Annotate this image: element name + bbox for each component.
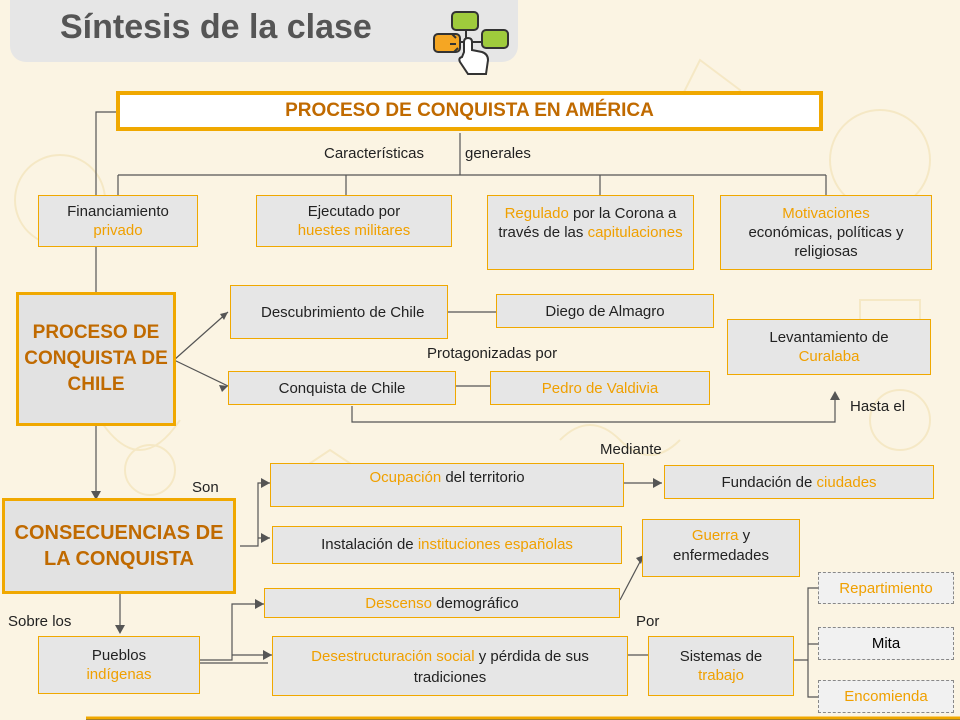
label-generales: generales [465,145,531,162]
text-indigenas: indígenas [86,666,152,683]
label-hasta: Hasta el [850,398,906,415]
box-financiamiento: Financiamiento privado [38,195,198,247]
text-capitulaciones: capitulaciones [587,224,683,241]
text-huestes: huestes militares [297,222,411,239]
title-bar: Síntesis de la clase [10,0,518,75]
box-repartimiento: Repartimiento [818,572,954,604]
text-enfermedades: y enfermedades [673,527,769,564]
text-motivaciones: Motivaciones [782,205,870,222]
label-caracteristicas: Características [324,145,425,162]
text-privado: privado [93,222,143,239]
box-motivaciones: Motivaciones económicas, políticas y rel… [720,195,932,270]
box-sistemas: Sistemas de trabajo [648,636,794,696]
box-conquista-chile: Conquista de Chile [228,371,456,405]
box-proceso-chile: PROCESO DE CONQUISTA DE CHILE [16,292,176,426]
text-del-territorio: del territorio [441,469,525,486]
text-levantamiento: Levantamiento de [769,329,889,346]
box-valdivia: Pedro de Valdivia [490,371,710,405]
box-levantamiento: Levantamiento de Curalaba [727,319,931,375]
text-desestructuracion: Desestructuración social [311,648,475,665]
label-sobre: Sobre los [8,613,72,630]
text-fundacion: Fundación de [721,474,817,491]
box-descenso: Descenso demográfico [264,588,620,618]
text-financiamiento: Financiamiento [67,203,169,220]
text-trabajo: trabajo [698,667,744,684]
box-regulado: Regulado por la Corona a través de las c… [487,195,694,270]
box-instalacion: Instalación de instituciones españolas [272,526,622,564]
box-ocupacion: Ocupación del territorio [270,463,624,507]
text-perdida: y pérdida de sus tradiciones [413,648,589,686]
box-fundacion: Fundación de ciudades [664,465,934,499]
text-pueblos: Pueblos [91,647,147,664]
text-descenso: Descenso [365,595,432,612]
label-protagonizadas: Protagonizadas por [427,345,558,362]
text-motivaciones-detail: económicas, políticas y religiosas [748,224,904,260]
label-mediante: Mediante [600,441,662,458]
text-demografico: demográfico [431,595,519,612]
box-guerra: Guerra y enfermedades [642,519,800,577]
text-curalaba: Curalaba [798,348,860,365]
box-desestructuracion: Desestructuración social y pérdida de su… [272,636,628,696]
text-regulado: Regulado [504,205,569,222]
box-almagro: Diego de Almagro [496,294,714,328]
text-guerra: Guerra [691,527,739,544]
box-pueblos: Pueblos indígenas [38,636,200,694]
main-title: PROCESO DE CONQUISTA EN AMÉRICA [116,91,823,131]
text-regulado-mid: por la Corona a través de las [498,205,677,241]
text-instalacion: Instalación de [321,536,418,553]
box-encomienda: Encomienda [818,680,954,713]
box-ejecutado: Ejecutado por huestes militares [256,195,452,247]
text-sistemas: Sistemas de [679,648,763,665]
label-por: Por [636,613,660,630]
box-consecuencias: CONSECUENCIAS DE LA CONQUISTA [2,498,236,594]
text-ejecutado: Ejecutado por [307,203,401,220]
page-title: Síntesis de la clase [60,8,372,46]
text-instituciones: instituciones españolas [417,536,573,553]
label-son: Son [192,479,219,496]
box-descubrimiento: Descubrimiento de Chile [230,285,448,339]
text-ciudades: ciudades [816,474,877,491]
hand-click-diagram-icon [433,11,509,75]
text-ocupacion: Ocupación [369,469,442,486]
box-mita: Mita [818,627,954,660]
